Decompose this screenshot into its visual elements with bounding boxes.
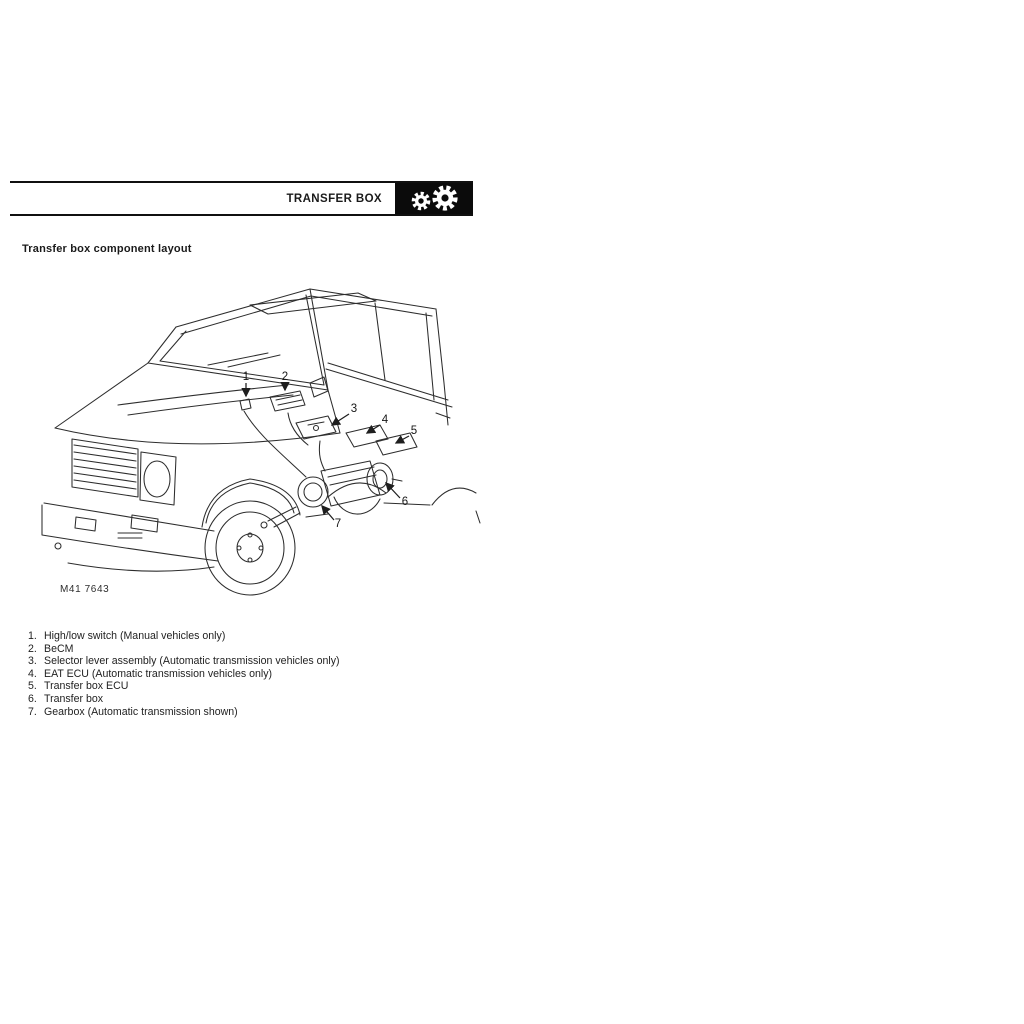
- legend-text: Transfer box: [44, 692, 104, 705]
- car-callout-5: 5: [411, 425, 417, 437]
- car-callout-6: 6: [402, 496, 408, 508]
- car-callout-3: 3: [351, 403, 357, 415]
- callout-leaders: [241, 382, 410, 521]
- car-callout-7: 7: [335, 518, 341, 530]
- page-left: TRANSFER BOX Transfer box component layo…: [10, 181, 488, 718]
- legend-number: 5.: [28, 680, 37, 693]
- left-section-heading: Transfer box component layout: [22, 243, 192, 255]
- vehicle-wheels: [201, 478, 481, 596]
- legend-text: Transfer box ECU: [44, 680, 129, 693]
- legend-text: EAT ECU (Automatic transmission vehicles…: [44, 667, 273, 680]
- car-callout-4: 4: [382, 414, 389, 426]
- figure-reference-left: M41 7643: [60, 584, 110, 595]
- legend-number: 3.: [28, 655, 37, 668]
- legend-number: 1.: [28, 630, 37, 642]
- legend-number: 4.: [28, 667, 37, 680]
- legend-number: 6.: [28, 692, 37, 705]
- drivetrain-assembly: [239, 390, 418, 529]
- vehicle-front-grille: [41, 438, 219, 572]
- legend-item: 7. Gearbox (Automatic transmission shown…: [28, 706, 488, 719]
- legend-item: 1. High/low switch (Manual vehicles only…: [28, 630, 488, 643]
- page-right: 41 TRANSFER BOX NEW RANGE ROVER Transfer…: [512, 0, 1024, 1024]
- legend-text: Gearbox (Automatic transmission shown): [44, 705, 238, 718]
- legend-item: 3. Selector lever assembly (Automatic tr…: [28, 655, 488, 668]
- left-header-title: TRANSFER BOX: [286, 192, 382, 205]
- vehicle-body-outline: [54, 288, 453, 445]
- legend-item: 5. Transfer box ECU: [28, 680, 488, 693]
- gears-icon: [395, 183, 473, 214]
- legend-text: BeCM: [44, 642, 74, 655]
- legend-number: 2.: [28, 642, 37, 655]
- left-page-header: TRANSFER BOX: [10, 181, 473, 216]
- car-callout-2: 2: [282, 371, 288, 383]
- legend-item: 2. BeCM: [28, 643, 488, 656]
- legend-item: 6. Transfer box: [28, 693, 488, 706]
- legend-number: 7.: [28, 705, 37, 718]
- legend-item: 4. EAT ECU (Automatic transmission vehic…: [28, 668, 488, 681]
- car-callout-1: 1: [243, 371, 249, 383]
- component-legend: 1. High/low switch (Manual vehicles only…: [28, 630, 488, 718]
- car-illustration: 1 2 3 4 5 6 7: [41, 288, 481, 596]
- legend-text: High/low switch (Manual vehicles only): [44, 630, 226, 642]
- legend-text: Selector lever assembly (Automatic trans…: [44, 655, 340, 668]
